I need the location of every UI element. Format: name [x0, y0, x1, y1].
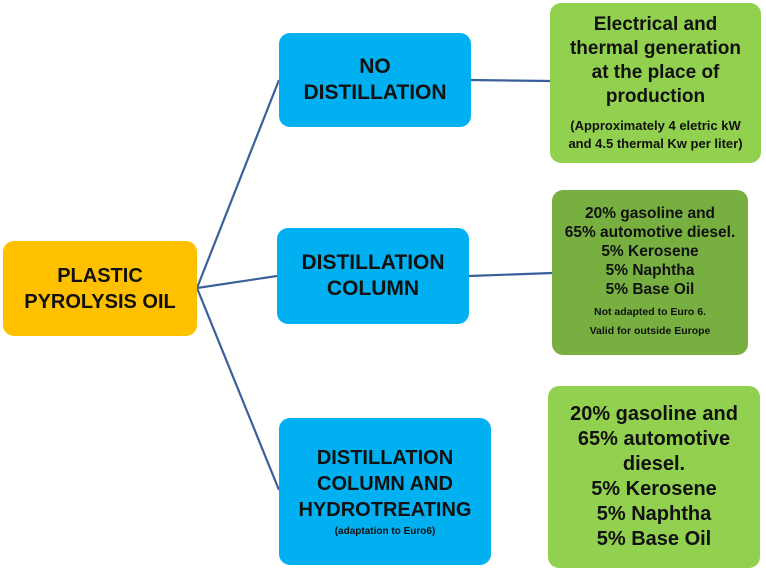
result-node-hydrotreated-products: 20% gasoline and 65% automotive diesel. … [548, 386, 760, 568]
process-node-no-distillation: NO DISTILLATION [279, 33, 471, 127]
result-line: 65% automotive diesel. [564, 224, 736, 241]
result-line: 20% gasoline and [584, 205, 716, 222]
result-line: 5% Kerosene [601, 243, 699, 260]
process-node-distillation-column: DISTILLATION COLUMN [277, 228, 469, 324]
result-line: 5% Base Oil [605, 281, 695, 298]
result-line: 5% Kerosene [591, 478, 717, 500]
result-line: diesel. [622, 453, 686, 475]
result-note-line: Not adapted to Euro 6. [593, 306, 706, 318]
result-line: 20% gasoline and [570, 403, 738, 425]
connector-root-to-hydrotreating [195, 287, 281, 491]
result-line: production [605, 86, 706, 107]
process-label-line: HYDROTREATING [298, 498, 472, 521]
result-note-line: (Approximately 4 eletric kW [570, 118, 741, 133]
process-label-line: DISTILLATION [316, 446, 454, 469]
root-node-plastic-pyrolysis-oil: PLASTIC PYROLYSIS OIL [3, 241, 197, 336]
process-label-line: NO [359, 55, 391, 78]
process-label-line: DISTILLATION [301, 251, 445, 274]
process-note: (adaptation to Euro6) [334, 525, 436, 537]
result-line: thermal generation [569, 38, 742, 59]
process-label-line: COLUMN [326, 277, 420, 300]
result-note-line: Valid for outside Europe [589, 325, 711, 337]
process-node-distillation-hydrotreating: DISTILLATION COLUMN AND HYDROTREATING (a… [279, 418, 491, 565]
process-label-line: DISTILLATION [303, 81, 447, 104]
result-line: 5% Naphtha [605, 262, 695, 279]
connector-root-to-distillation-column [196, 274, 278, 290]
result-line: Electrical and [593, 14, 718, 35]
result-node-distillation-products: 20% gasoline and 65% automotive diesel. … [552, 190, 748, 355]
connector-no-distillation-to-result [470, 78, 551, 83]
connector-root-to-no-distillation [195, 79, 281, 289]
result-line: 5% Naphtha [596, 503, 712, 525]
result-note-line: and 4.5 thermal Kw per liter) [568, 136, 743, 151]
root-label-line: PLASTIC [57, 264, 143, 287]
result-line: 65% automotive [577, 428, 731, 450]
root-label-line: PYROLYSIS OIL [24, 290, 176, 313]
result-line: 5% Base Oil [596, 528, 712, 550]
result-line: at the place of [591, 62, 720, 83]
result-note: (Approximately 4 eletric kW and 4.5 ther… [568, 117, 742, 153]
result-node-power-generation: Electrical and thermal generation at the… [550, 3, 761, 163]
connector-distillation-column-to-result [468, 271, 553, 278]
process-label-line: COLUMN AND [317, 472, 453, 495]
result-note: Not adapted to Euro 6. Valid for outside… [590, 303, 711, 341]
